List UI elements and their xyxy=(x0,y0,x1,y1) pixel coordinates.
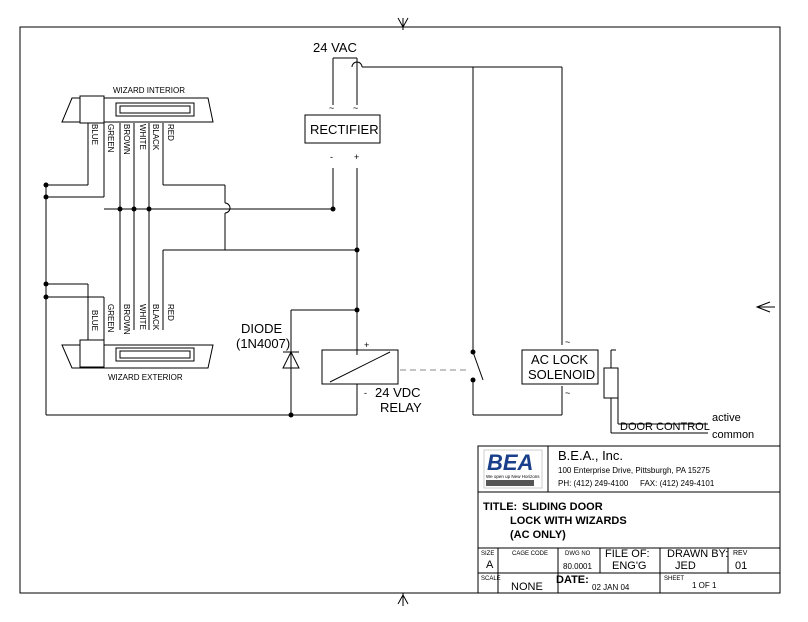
door-control-contact xyxy=(603,367,619,399)
svg-text:WHITE: WHITE xyxy=(138,124,147,150)
drawn-label: DRAWN BY: xyxy=(667,548,728,560)
svg-text:BLUE: BLUE xyxy=(90,124,99,145)
size-value: A xyxy=(486,559,494,571)
file-label: FILE OF: xyxy=(605,548,650,560)
size-label: SIZE xyxy=(481,551,494,557)
wizard-exterior-label: WIZARD EXTERIOR xyxy=(108,373,183,382)
drawn-value: JED xyxy=(675,560,696,572)
diode-symbol xyxy=(282,350,300,369)
bea-logo-tagline: We open up New Horizons xyxy=(486,474,540,479)
svg-text:~: ~ xyxy=(565,388,570,398)
company-fax: FAX: (412) 249-4101 xyxy=(640,479,715,488)
svg-text:BLACK: BLACK xyxy=(151,304,160,331)
supply-label: 24 VAC xyxy=(313,40,357,55)
relay-coil xyxy=(321,349,399,385)
cage-label: CAGE CODE xyxy=(512,551,548,557)
rectifier-label: RECTIFIER xyxy=(310,122,379,137)
diode-name: DIODE xyxy=(241,321,283,336)
title-line-1: SLIDING DOOR xyxy=(522,501,603,513)
date-label: DATE: xyxy=(556,574,589,586)
svg-text:RED: RED xyxy=(166,304,175,321)
solenoid-box xyxy=(521,349,599,385)
wizard-interior-label: WIZARD INTERIOR xyxy=(113,86,185,95)
svg-text:BLACK: BLACK xyxy=(151,124,160,151)
relay-line2: RELAY xyxy=(380,400,422,415)
svg-text:BLUE: BLUE xyxy=(90,310,99,331)
wizard-interior-wires: BLUE GREEN BROWN WHITE BLACK RED xyxy=(90,124,175,155)
bea-logo-text: BEA xyxy=(487,450,533,475)
door-control-active: active xyxy=(712,412,741,424)
scale-label: SCALE xyxy=(481,576,501,582)
company-address: 100 Enterprise Drive, Pittsburgh, PA 152… xyxy=(558,466,710,475)
title-label: TITLE: xyxy=(483,501,517,513)
relay-plus: + xyxy=(364,340,369,350)
dwg-label: DWG NO xyxy=(565,551,591,557)
rev-value: 01 xyxy=(735,560,747,572)
center-mark-right xyxy=(755,301,775,313)
svg-text:GREEN: GREEN xyxy=(106,304,115,333)
wizard-interior-body xyxy=(61,97,214,123)
scale-value: NONE xyxy=(511,581,543,593)
svg-text:WHITE: WHITE xyxy=(138,304,147,330)
relay-minus: - xyxy=(364,388,367,398)
rectifier-minus: - xyxy=(330,152,333,162)
svg-text:BROWN: BROWN xyxy=(122,304,131,335)
svg-text:RED: RED xyxy=(166,124,175,141)
wizard-exterior-wires: BLUE GREEN BROWN WHITE BLACK RED xyxy=(90,304,175,335)
dwg-value: 80.0001 xyxy=(563,562,592,571)
solenoid-line1: AC LOCK xyxy=(531,352,588,367)
rectifier-box xyxy=(304,114,381,144)
company-phone: PH: (412) 249-4100 xyxy=(558,479,629,488)
sheet-value: 1 OF 1 xyxy=(692,581,717,590)
door-control-label: DOOR CONTROL xyxy=(620,421,710,433)
wizard-exterior-body xyxy=(61,344,214,369)
title-line-2: LOCK WITH WIZARDS xyxy=(510,515,627,527)
rectifier-plus: + xyxy=(354,152,359,162)
relay-line1: 24 VDC xyxy=(375,385,421,400)
solenoid-line2: SOLENOID xyxy=(528,367,595,382)
rev-label: REV xyxy=(733,550,748,557)
svg-text:BROWN: BROWN xyxy=(122,124,131,155)
tilde-right: ~ xyxy=(353,103,358,113)
title-block: BEA We open up New Horizons B.E.A., Inc.… xyxy=(477,445,781,594)
file-value: ENG'G xyxy=(612,560,647,572)
svg-text:GREEN: GREEN xyxy=(106,124,115,153)
center-mark-bottom xyxy=(397,593,409,606)
company-name: B.E.A., Inc. xyxy=(558,448,623,463)
date-value: 02 JAN 04 xyxy=(592,583,630,592)
tilde-left: ~ xyxy=(329,103,334,113)
sheet-label: SHEET xyxy=(664,576,684,582)
title-line-3: (AC ONLY) xyxy=(510,529,566,541)
door-control-common: common xyxy=(712,429,754,441)
center-mark-top xyxy=(397,17,409,30)
svg-text:~: ~ xyxy=(565,337,570,347)
diode-part: (1N4007) xyxy=(236,336,290,351)
drawing-border xyxy=(19,26,781,594)
